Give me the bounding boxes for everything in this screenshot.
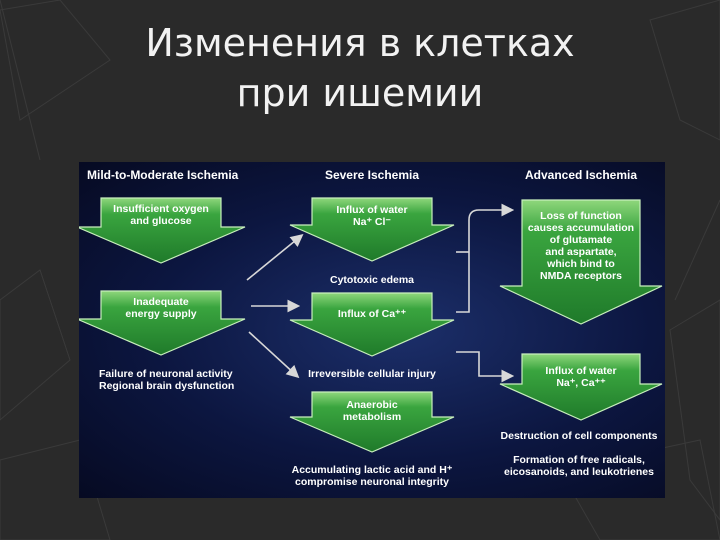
- header-mild-to-moderate: Mild-to-Moderate Ischemia: [87, 168, 239, 182]
- title-line-1: Изменения в клетках: [145, 21, 575, 65]
- arrow-box-influx-water-na-ca: [499, 353, 663, 421]
- box-line: and aspartate,: [545, 246, 617, 258]
- arrow-box-inadequate-energy: [79, 290, 246, 356]
- connector-arrow-to-loss-of-function: [456, 203, 515, 313]
- box-line: metabolism: [342, 411, 402, 423]
- box-line: causes accumulation: [527, 222, 635, 234]
- box-line: Anaerobic: [346, 399, 398, 411]
- connector-arrow-to-irreversible-injury: [248, 331, 300, 379]
- box-line: energy supply: [125, 308, 197, 320]
- note-cytotoxic-edema: Cytotoxic edema: [329, 274, 415, 286]
- arrow-box-influx-water: [289, 197, 455, 262]
- diagram-graphics: [79, 197, 663, 453]
- header-advanced: Advanced Ischemia: [524, 168, 638, 182]
- box-line: Influx of water: [545, 365, 617, 377]
- box-inadequate-energy-text: Inadequate energy supply: [101, 296, 221, 320]
- box-line: Influx of water: [336, 204, 408, 216]
- box-influx-ca-text: Influx of Ca⁺⁺: [337, 308, 407, 320]
- note-lactic-acid: Accumulating lactic acid and H⁺ compromi…: [277, 464, 467, 488]
- slide-title: Изменения в клетках при ишемии: [0, 18, 720, 118]
- connector-arrow-to-influx-water-na-ca: [456, 351, 515, 383]
- title-line-2: при ишемии: [236, 71, 484, 115]
- note-line: compromise neuronal integrity: [294, 476, 450, 488]
- box-line: Insufficient oxygen: [113, 203, 209, 215]
- box-insufficient-oxygen-text: Insufficient oxygen and glucose: [101, 203, 221, 227]
- note-failure-neuronal: Failure of neuronal activity Regional br…: [99, 368, 234, 392]
- box-influx-water-na-ca-text: Influx of water Na⁺, Ca⁺⁺: [522, 365, 640, 389]
- box-line: which bind to: [547, 258, 615, 270]
- arrow-box-loss-of-function: [499, 199, 663, 325]
- note-line: eicosanoids, and leukotrienes: [504, 466, 654, 478]
- box-line: NMDA receptors: [540, 270, 622, 282]
- header-severe: Severe Ischemia: [324, 168, 420, 182]
- box-line: Loss of function: [540, 210, 622, 222]
- box-line: of glutamate: [549, 234, 613, 246]
- box-anaerobic-text: Anaerobic metabolism: [312, 399, 432, 423]
- note-line: Formation of free radicals,: [513, 454, 645, 466]
- note-destruction: Destruction of cell components: [500, 430, 658, 442]
- note-free-radicals: Formation of free radicals, eicosanoids,…: [493, 454, 665, 478]
- arrow-box-influx-ca: [289, 292, 455, 357]
- arrow-box-anaerobic: [289, 391, 455, 453]
- box-loss-of-function-text: Loss of function causes accumulation of …: [522, 210, 640, 282]
- note-irreversible-injury: Irreversible cellular injury: [308, 368, 436, 380]
- box-line: Na⁺, Ca⁺⁺: [556, 377, 606, 389]
- note-line: Accumulating lactic acid and H⁺: [291, 464, 453, 476]
- box-influx-water-text: Influx of water Na⁺ Cl⁻: [312, 204, 432, 228]
- box-line: Na⁺ Cl⁻: [353, 216, 391, 228]
- note-line: Failure of neuronal activity: [99, 368, 233, 380]
- arrow-box-insufficient-oxygen: [79, 197, 246, 264]
- ischemia-diagram: Mild-to-Moderate Ischemia Severe Ischemi…: [79, 162, 665, 498]
- connector-arrow-to-influx-water: [246, 233, 304, 281]
- note-line: Regional brain dysfunction: [99, 380, 235, 392]
- box-line: Inadequate: [133, 296, 189, 308]
- box-line: and glucose: [130, 215, 192, 227]
